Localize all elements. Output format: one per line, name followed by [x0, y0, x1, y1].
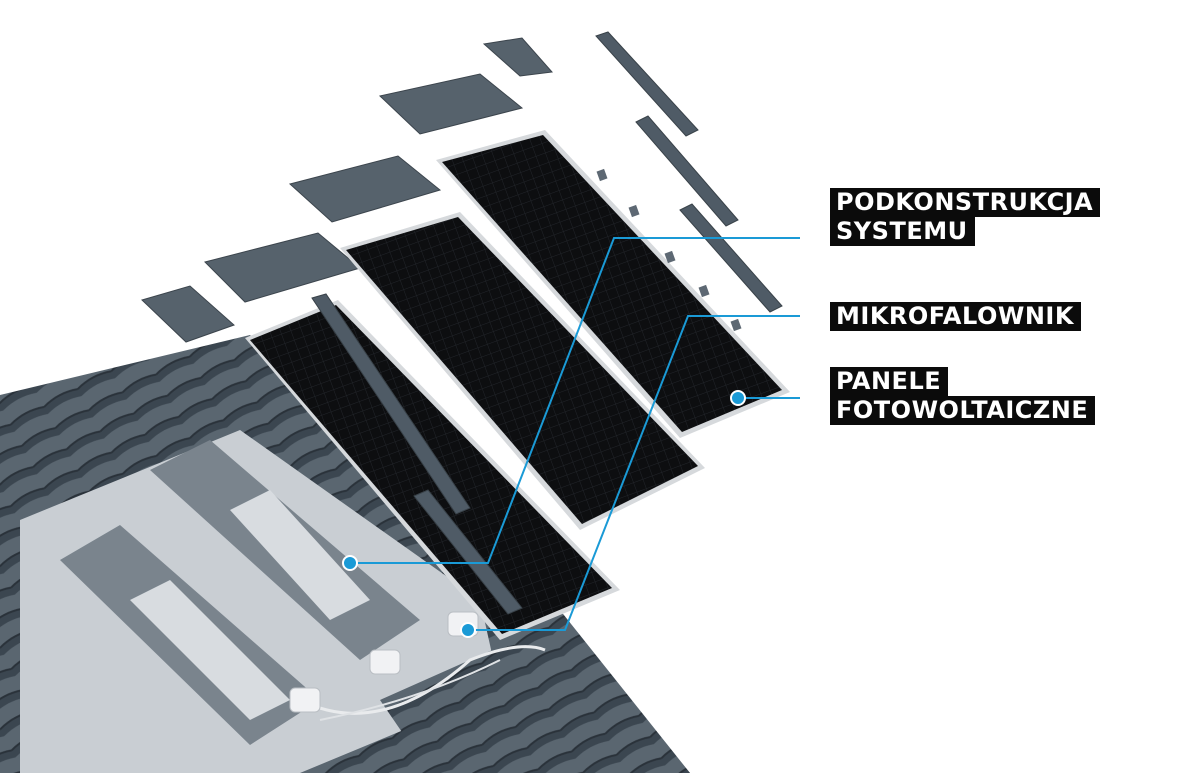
callout-line-substructure	[350, 237, 800, 564]
solar-panel-3	[436, 130, 790, 438]
microinverter-unit	[369, 649, 401, 675]
callout-dot-microinverter	[460, 622, 476, 638]
clamps	[596, 168, 742, 332]
rail	[413, 489, 523, 615]
callout-line-microinverter	[468, 315, 800, 631]
rail	[311, 293, 471, 515]
label-line: SYSTEMU	[830, 217, 975, 246]
flashing-piece	[288, 155, 442, 223]
label-pv-panels: PANELE FOTOWOLTAICZNE	[830, 367, 1096, 425]
label-line: PODKONSTRUKCJA	[830, 188, 1101, 217]
mounting-rails	[311, 31, 783, 615]
flashing-piece	[141, 285, 235, 343]
flashing-piece	[482, 37, 554, 77]
callout-dot-panels	[730, 390, 746, 406]
label-line: PANELE	[830, 367, 949, 396]
callout-dots	[342, 390, 746, 638]
rail	[595, 31, 699, 137]
flashing-piece	[378, 73, 524, 135]
flashing-piece	[204, 232, 362, 303]
microinverter-unit	[289, 687, 321, 713]
label-line: FOTOWOLTAICZNE	[830, 396, 1096, 425]
solar-panel-2	[340, 212, 705, 530]
rail	[679, 203, 783, 313]
callout-lines	[350, 237, 800, 631]
label-substructure: PODKONSTRUKCJA SYSTEMU	[830, 188, 1101, 246]
label-microinverter: MIKROFALOWNIK	[830, 302, 1081, 331]
callout-dot-substructure	[342, 555, 358, 571]
rail	[635, 115, 739, 227]
label-line: MIKROFALOWNIK	[830, 302, 1081, 331]
roof	[0, 335, 690, 773]
